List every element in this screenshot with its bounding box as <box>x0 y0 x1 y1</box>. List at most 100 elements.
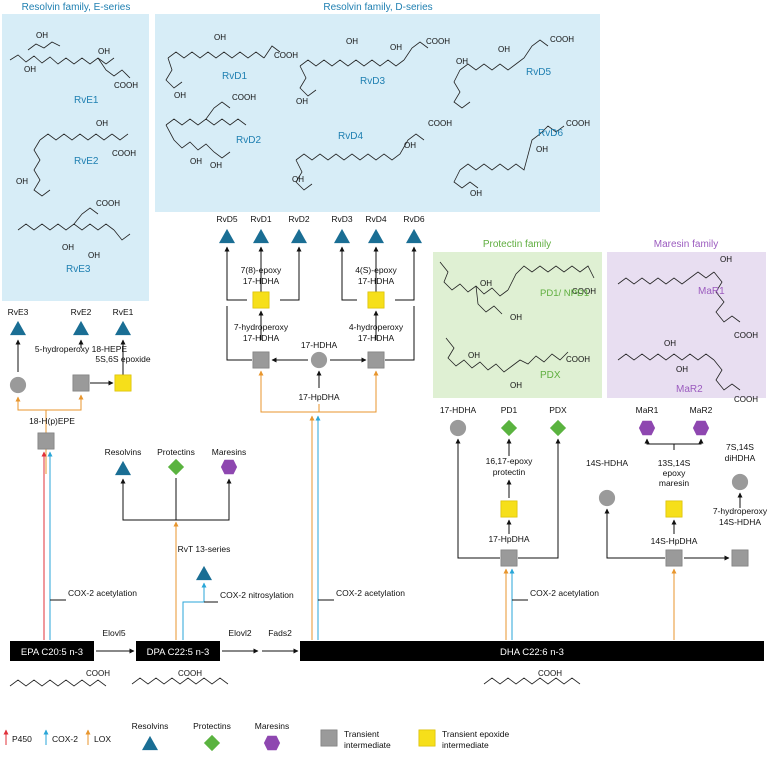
structure-rvd1: OH OH COOH RvD1 <box>165 33 298 100</box>
svg-text:COOH: COOH <box>428 119 452 128</box>
svg-text:COOH: COOH <box>178 669 202 678</box>
legend-protectins: Protectins <box>193 721 231 731</box>
label-dpa-resolvins: Resolvins <box>105 447 142 457</box>
label-dseries-rvd3: RvD3 <box>331 214 353 224</box>
maresin-title: Maresin family <box>654 239 718 250</box>
label-pdx: PDX <box>540 370 561 381</box>
svg-text:OH: OH <box>190 157 202 166</box>
label-7s-14s-line1: 7S,14S <box>726 442 754 452</box>
maresin-pathway: MaR1 MaR2 13S,14S epoxy maresin 14S-HDHA… <box>586 405 768 640</box>
svg-text:COOH: COOH <box>550 35 574 44</box>
svg-text:OH: OH <box>346 37 358 46</box>
label-eseries-cox2: COX-2 acetylation <box>68 588 137 598</box>
svg-text:COOH: COOH <box>112 149 136 158</box>
label-rvd6: RvD6 <box>538 128 563 139</box>
legend-maresins: Maresins <box>255 721 289 731</box>
label-dpa-protectins: Protectins <box>157 447 195 457</box>
label-rvd1: RvD1 <box>222 71 247 82</box>
eseries-title: Resolvin family, E-series <box>22 2 131 13</box>
label-rvd5: RvD5 <box>526 67 551 78</box>
svg-text:OH: OH <box>214 33 226 42</box>
svg-text:OH: OH <box>390 43 402 52</box>
label-pdx-product: PDX <box>549 405 567 415</box>
label-7s-14s-line2: diHDHA <box>725 453 756 463</box>
label-pd1: PD1/ NPD1 <box>540 288 589 299</box>
fatty-acid-bar: EPA C20:5 n-3 Elovl5 DPA C22:5 n-3 Elovl… <box>10 628 764 661</box>
legend: P450 COX-2 LOX Resolvins Protectins Mare… <box>3 721 510 752</box>
svg-text:OH: OH <box>210 161 222 170</box>
svg-text:OH: OH <box>296 97 308 106</box>
svg-text:COOH: COOH <box>274 51 298 60</box>
label-mar2-product: MaR2 <box>690 405 713 415</box>
label-rvd3: RvD3 <box>360 76 385 87</box>
label-elovl5: Elovl5 <box>102 628 125 638</box>
label-protectin-cox2: COX-2 acetylation <box>530 588 599 598</box>
label-14s-hdha: 14S-HDHA <box>586 458 628 468</box>
structure-rvd2: COOH OH OH RvD2 <box>165 93 261 170</box>
svg-text:COOH: COOH <box>86 669 110 678</box>
legend-p450: P450 <box>12 734 32 744</box>
dpa-pathway: Resolvins Protectins Maresins RvT 13-ser… <box>105 447 294 640</box>
svg-text:COOH: COOH <box>734 331 758 340</box>
label-4-hydroperoxy-line2: 17-HDHA <box>358 333 395 343</box>
label-mar2: MaR2 <box>676 384 703 395</box>
structure-pdx: OH OH COOH PDX <box>445 337 590 390</box>
label-18-hpepe: 18-H(p)EPE <box>29 416 75 426</box>
svg-text:OH: OH <box>510 313 522 322</box>
label-rve3-product: RvE3 <box>8 307 29 317</box>
label-16-17-epoxy-line1: 16,17-epoxy <box>486 456 534 466</box>
legend-lox: LOX <box>94 734 111 744</box>
protectin-box <box>433 252 602 398</box>
label-rve3: RvE3 <box>66 264 91 275</box>
svg-text:COOH: COOH <box>232 93 256 102</box>
label-elovl2: Elovl2 <box>228 628 251 638</box>
svg-text:OH: OH <box>664 339 676 348</box>
legend-transient-line2: intermediate <box>344 740 391 750</box>
structure-mar2: OH OH COOH MaR2 <box>617 339 758 404</box>
svg-text:OH: OH <box>468 351 480 360</box>
structure-dpa: COOH <box>131 669 229 685</box>
label-7-hydroperoxy-14s-line1: 7-hydroperoxy <box>713 506 768 516</box>
protectin-pathway: 17-HDHA PD1 PDX 16,17-epoxy protectin 17… <box>440 405 599 640</box>
svg-text:OH: OH <box>62 243 74 252</box>
label-protectin-17-hdha: 17-HDHA <box>440 405 477 415</box>
structure-rvd4: COOH OH OH RvD4 <box>292 119 452 191</box>
label-dseries-rvd5: RvD5 <box>216 214 238 224</box>
svg-text:OH: OH <box>98 47 110 56</box>
svg-text:OH: OH <box>456 57 468 66</box>
label-dseries-cox2: COX-2 acetylation <box>336 588 405 598</box>
label-epa: EPA C20:5 n-3 <box>21 647 83 658</box>
svg-text:OH: OH <box>96 119 108 128</box>
label-7-hydroperoxy-line2: 17-HDHA <box>243 333 280 343</box>
label-dseries-rvd6: RvD6 <box>403 214 425 224</box>
label-dseries-rvd1: RvD1 <box>250 214 272 224</box>
legend-epoxide-line1: Transient epoxide <box>442 729 510 739</box>
svg-text:OH: OH <box>174 91 186 100</box>
label-rve1-product: RvE1 <box>113 307 134 317</box>
svg-text:COOH: COOH <box>734 395 758 404</box>
label-14s-hpdha: 14S-HpDHA <box>651 536 698 546</box>
structure-dha: COOH <box>483 669 581 685</box>
svg-text:COOH: COOH <box>426 37 450 46</box>
label-13s-14s-epoxy-line3: maresin <box>659 478 690 488</box>
label-mar1-product: MaR1 <box>636 405 659 415</box>
label-dpa: DPA C22:5 n-3 <box>147 647 210 658</box>
structure-rvd5: COOH OH OH RvD5 <box>453 35 574 109</box>
label-protectin-17-hpdha: 17-HpDHA <box>488 534 529 544</box>
protectin-title: Protectin family <box>483 239 551 250</box>
label-rve2-product: RvE2 <box>71 307 92 317</box>
label-rvd4: RvD4 <box>338 131 363 142</box>
svg-text:OH: OH <box>292 175 304 184</box>
svg-text:OH: OH <box>510 381 522 390</box>
label-rve1: RvE1 <box>74 95 99 106</box>
svg-text:OH: OH <box>536 145 548 154</box>
dseries-title: Resolvin family, D-series <box>323 2 432 13</box>
label-dpa-cox2: COX-2 nitrosylation <box>220 590 294 600</box>
svg-text:COOH: COOH <box>572 287 596 296</box>
svg-text:OH: OH <box>24 65 36 74</box>
legend-epoxide-line2: intermediate <box>442 740 489 750</box>
structure-rve3: COOH OH OH RvE3 <box>17 199 131 275</box>
label-7-hydroperoxy-line1: 7-hydroperoxy <box>234 322 289 332</box>
label-16-17-epoxy-line2: protectin <box>493 467 526 477</box>
